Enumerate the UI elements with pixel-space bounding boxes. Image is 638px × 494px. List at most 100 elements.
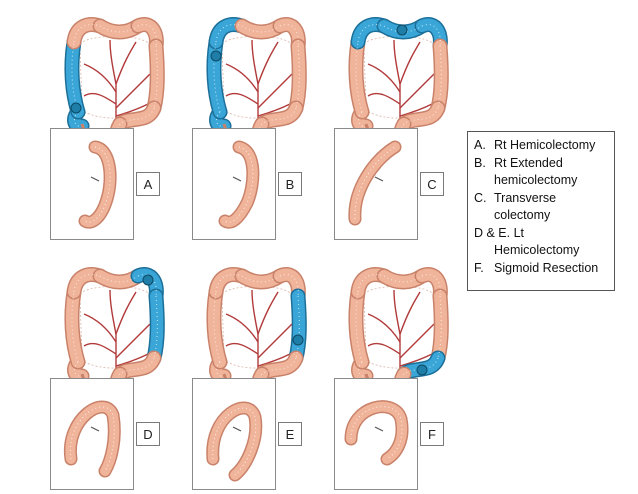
haustra <box>241 275 281 283</box>
mesenteric-vessel <box>257 291 279 335</box>
mesenteric-vessel <box>115 103 149 117</box>
mesenteric-vessel <box>225 63 259 93</box>
panel-label-d: D <box>136 422 160 446</box>
postop-inset-b <box>192 128 276 240</box>
anastomosis-line <box>232 176 242 182</box>
postop-colon <box>207 403 261 480</box>
haustra <box>73 274 101 293</box>
mesenteric-vessel <box>257 353 291 367</box>
haustra <box>241 25 281 33</box>
mesenteric-vessel <box>115 41 137 85</box>
postop-inset-f <box>334 378 418 490</box>
postop-colon-e <box>206 401 263 482</box>
mesentery <box>79 35 153 119</box>
colon-diagram-b <box>206 17 307 142</box>
haustra <box>119 357 155 375</box>
tumor-marker <box>210 50 222 62</box>
haustra <box>279 274 299 297</box>
panel-b: B <box>192 12 350 242</box>
panel-e: E <box>192 262 350 492</box>
postop-colon-b <box>218 140 260 229</box>
mesenteric-vessel <box>115 73 151 109</box>
tumor-marker <box>416 364 428 376</box>
mesenteric-vessel <box>393 39 401 85</box>
legend-item: F. Sigmoid Resection <box>474 260 599 275</box>
haustra <box>421 274 441 297</box>
haustra <box>383 275 423 283</box>
postop-inset-c <box>334 128 418 240</box>
mesenteric-vessel <box>399 291 421 335</box>
colon-diagram-a <box>64 17 165 142</box>
postop-inset-e <box>192 378 276 490</box>
mesenteric-vessel <box>115 291 137 335</box>
postop-colon-a <box>78 140 117 229</box>
colon-diagram-c <box>348 17 449 142</box>
postop-colon <box>80 142 116 228</box>
postop-inset-a <box>50 128 134 240</box>
postop-colon <box>65 402 120 476</box>
mesenteric-vessel <box>257 73 293 109</box>
postop-colon-d <box>63 400 121 478</box>
mesentery <box>79 285 153 369</box>
panel-label-b: B <box>278 172 302 196</box>
haustra <box>421 24 441 47</box>
mesentery <box>221 35 295 119</box>
mesenteric-vessel <box>367 92 401 105</box>
anastomosis-line <box>232 426 242 432</box>
haustra <box>279 24 299 47</box>
colon-diagram-f <box>348 267 449 392</box>
anastomosis-line <box>90 426 100 432</box>
haustra <box>403 107 439 125</box>
panel-c: C <box>334 12 492 242</box>
mesenteric-vessel <box>251 39 259 85</box>
mesenteric-vessel <box>115 323 151 359</box>
mesenteric-vessel <box>367 63 401 93</box>
haustra <box>99 25 139 33</box>
postop-colon <box>346 401 407 464</box>
tumor-marker <box>70 102 82 114</box>
haustra <box>119 107 155 125</box>
mesenteric-vessel <box>109 289 117 335</box>
mesenteric-vessel <box>83 342 117 355</box>
mesenteric-vessel <box>367 342 401 355</box>
panel-label-e: E <box>278 422 302 446</box>
anastomosis-line <box>90 176 100 182</box>
panel-label-c: C <box>420 172 444 196</box>
panel-d: D <box>50 262 208 492</box>
mesenteric-vessel <box>83 63 117 93</box>
mesenteric-vessel <box>393 289 401 335</box>
mesenteric-vessel <box>399 73 435 109</box>
haustra <box>357 24 385 43</box>
haustra <box>215 24 243 43</box>
postop-inset-d <box>50 378 134 490</box>
haustra <box>261 107 297 125</box>
anastomosis-line <box>374 426 384 432</box>
haustra <box>357 274 385 293</box>
mesenteric-vessel <box>251 289 259 335</box>
haustra <box>99 275 139 283</box>
mesenteric-vessel <box>399 103 433 117</box>
colon-diagram-e <box>206 267 307 392</box>
postop-colon <box>220 142 258 228</box>
tumor-marker <box>292 334 304 346</box>
mesenteric-vessel <box>399 41 421 85</box>
haustra <box>137 24 157 47</box>
mesentery <box>221 285 295 369</box>
mesenteric-vessel <box>83 92 117 105</box>
colon-diagram-d <box>64 267 165 392</box>
legend-item: A. Rt Hemicolectomy <box>474 138 596 152</box>
panel-a: A <box>50 12 208 242</box>
panel-label-f: F <box>420 422 444 446</box>
mesenteric-vessel <box>109 39 117 85</box>
tumor-marker <box>142 274 154 286</box>
anastomosis-line <box>374 176 384 182</box>
mesentery <box>363 35 437 119</box>
haustra <box>215 274 243 293</box>
haustra <box>73 24 101 43</box>
mesenteric-vessel <box>399 353 433 367</box>
mesenteric-vessel <box>399 323 435 359</box>
